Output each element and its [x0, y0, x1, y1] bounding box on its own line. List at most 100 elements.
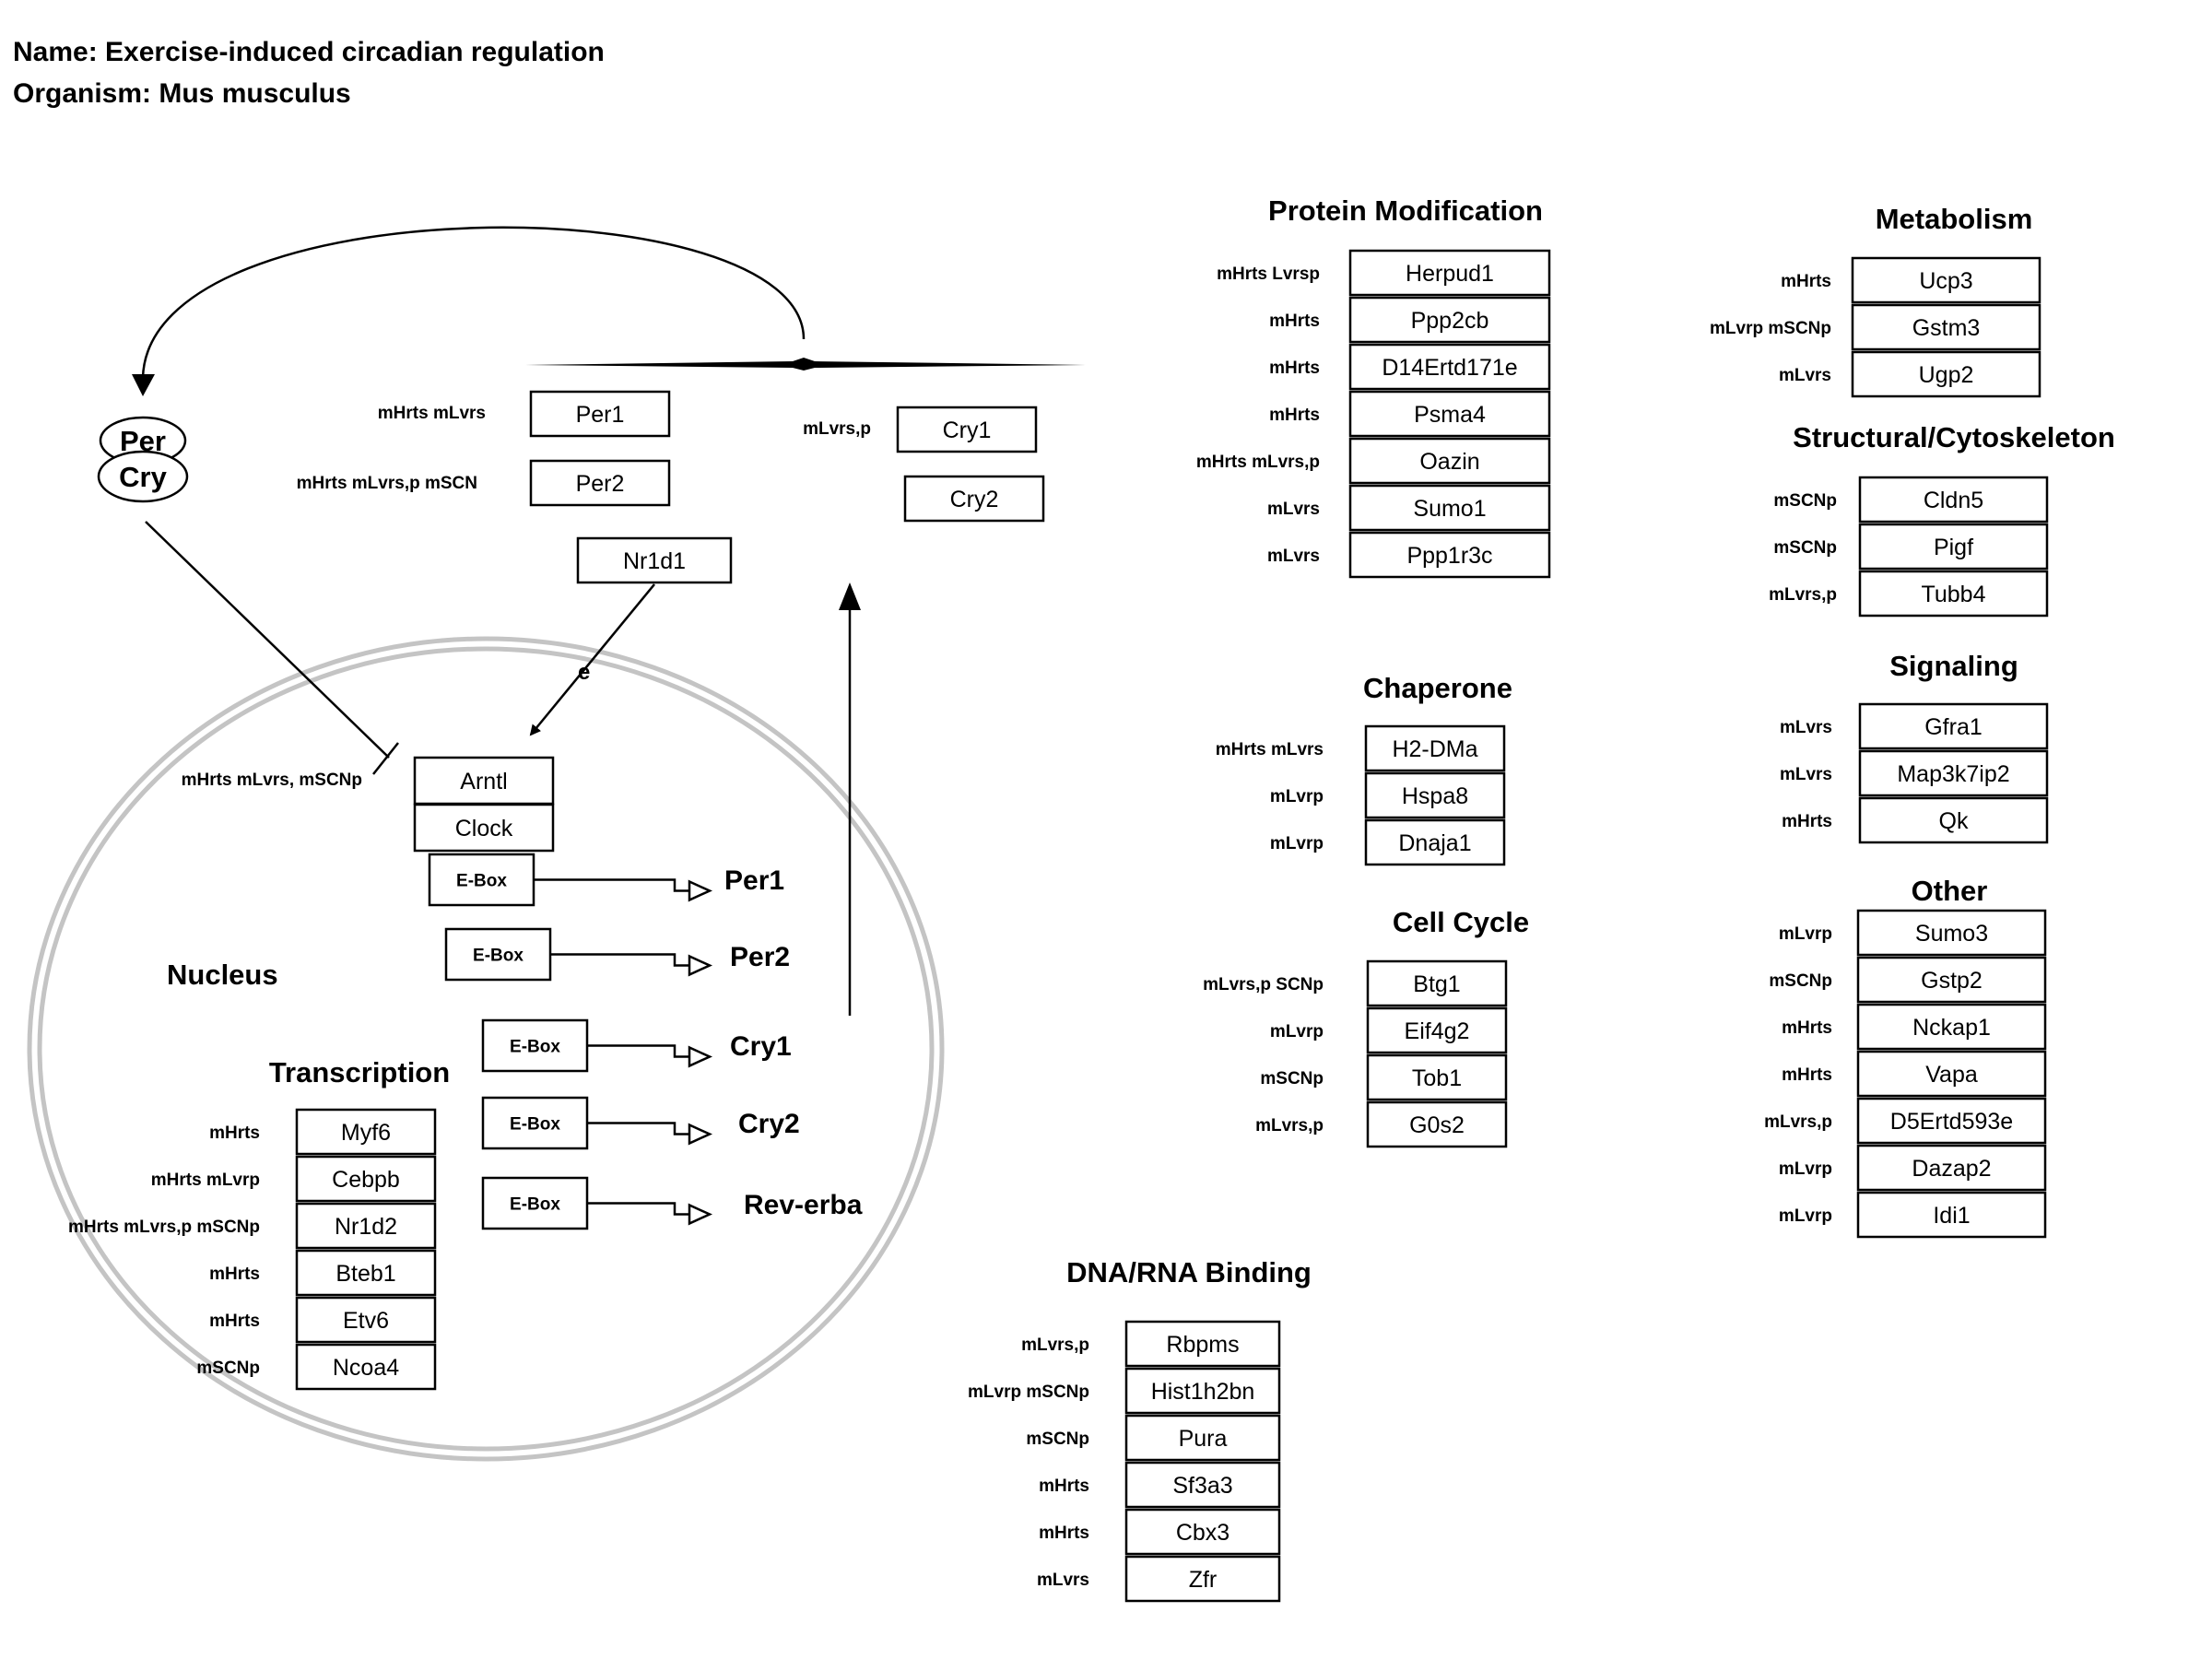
gene-name: Rbpms [1166, 1332, 1239, 1358]
gene-name: Psma4 [1414, 402, 1486, 428]
gene-group-title: Other [1912, 875, 1988, 907]
gene-name: Ucp3 [1919, 268, 1972, 294]
ebox-target-gene: Per2 [730, 942, 790, 972]
gene-label: mLvrp mSCNp [1710, 319, 1831, 338]
gene-label: mLvrp [1779, 1206, 1832, 1226]
ebox-target-gene: Cry2 [738, 1109, 800, 1139]
gene-box [1856, 1097, 2047, 1145]
gene-label: mHrts mLvrs,p mSCNp [68, 1218, 260, 1237]
gene-label: mSCNp [1260, 1069, 1324, 1088]
gene-name: Eif4g2 [1405, 1018, 1470, 1044]
gene-box [1348, 390, 1551, 438]
gene-box [1364, 724, 1506, 772]
gene-box [1348, 296, 1551, 344]
gene-label: mLvrp [1779, 1159, 1832, 1179]
cry2-gene: Cry2 [950, 487, 999, 512]
ebox-target-gene: Cry1 [730, 1031, 792, 1062]
gene-box [295, 1296, 437, 1344]
gene-name: Tob1 [1412, 1065, 1462, 1091]
gene-box [1124, 1461, 1281, 1509]
ebox-box [428, 853, 535, 907]
gene-box [295, 1343, 437, 1391]
gene-group-title: Cell Cycle [1393, 906, 1529, 938]
transcription-arrowhead [688, 1045, 713, 1068]
gene-box [295, 1202, 437, 1250]
gene-box [1366, 1006, 1508, 1054]
gene-name: Oazin [1419, 449, 1479, 475]
transcription-line [534, 878, 689, 892]
gene-name: Zfr [1189, 1567, 1218, 1593]
gene-label: mHrts mLvrs [1216, 740, 1324, 759]
gene-group-title: Protein Modification [1268, 194, 1543, 227]
gene-label: mHrts [1269, 359, 1320, 378]
gene-name: Idi1 [1933, 1203, 1970, 1229]
ebox-target-gene: Per1 [724, 865, 784, 896]
gene-box [1366, 1100, 1508, 1148]
gene-box [295, 1249, 437, 1297]
gene-box [1856, 909, 2047, 957]
gene-label: mLvrp mSCNp [968, 1382, 1089, 1402]
per2-gene: Per2 [576, 471, 625, 497]
gene-box [1856, 1144, 2047, 1192]
gene-name: Hspa8 [1402, 783, 1468, 809]
ebox-target-gene: Rev-erba [744, 1190, 863, 1220]
gene-name: H2-DMa [1392, 736, 1477, 762]
nucleus-title: Nucleus [167, 959, 278, 991]
gene-box [1858, 749, 2049, 797]
gene-box [1348, 531, 1551, 579]
gene-label: mLvrp [1270, 834, 1324, 853]
gene-box [295, 1155, 437, 1203]
gene-name: Cebpb [332, 1167, 400, 1193]
gene-name: Cldn5 [1924, 488, 1983, 513]
gene-label: mSCNp [1026, 1430, 1089, 1449]
gene-box [1348, 484, 1551, 532]
gene-name: Gstp2 [1921, 968, 1983, 994]
gene-name: D5Ertd593e [1890, 1109, 2013, 1135]
gene-box [1348, 437, 1551, 485]
export-arrowhead [839, 582, 861, 610]
gene-box [1858, 523, 2049, 571]
gene-box [1364, 818, 1506, 866]
gene-name: D14Ertd171e [1382, 355, 1517, 381]
per-label: Per [120, 425, 166, 457]
gene-row: mLvrp Hspa8 [1270, 771, 1506, 819]
gene-label: mLvrs,p [1769, 585, 1837, 605]
gene-label: mLvrs [1779, 366, 1831, 385]
edge-label: e [578, 660, 590, 685]
clock-box [413, 803, 555, 853]
transcription-line [550, 953, 689, 967]
gene-name: Pura [1179, 1426, 1228, 1452]
gene-box [1858, 570, 2049, 618]
gene-label: mHrts [1782, 812, 1832, 831]
gene-name: Btg1 [1413, 971, 1460, 997]
gene-label: mSCNp [1773, 538, 1837, 558]
gene-label: mLvrs [1267, 500, 1320, 519]
gene-label: mLvrp [1270, 787, 1324, 806]
nr1d1-box [576, 536, 733, 584]
gene-group-title: Chaperone [1363, 672, 1512, 704]
